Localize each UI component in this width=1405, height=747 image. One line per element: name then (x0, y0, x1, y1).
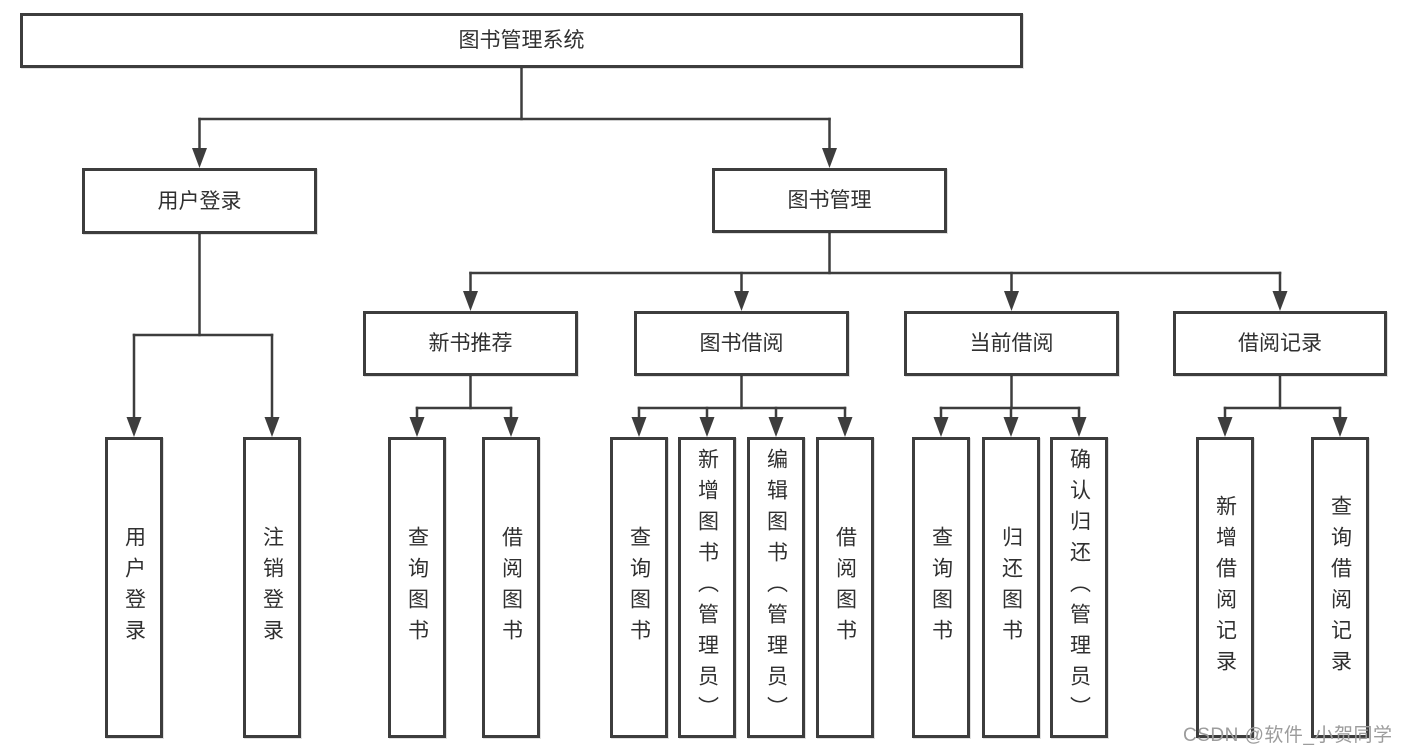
node-label: 图书管理系统 (458, 29, 585, 52)
leaf-label: 归还图书 (999, 525, 1023, 650)
leaf-label: 借阅图书 (833, 525, 857, 650)
node-label: 图书管理 (787, 189, 872, 212)
node-user-login-branch: 用户登录 (82, 168, 317, 234)
leaf-edit-books-admin: 编辑图书（管理员） (747, 437, 805, 738)
leaf-label: 查询图书 (627, 525, 651, 650)
node-book-management-branch: 图书管理 (712, 168, 947, 233)
leaf-borrow-books-1: 借阅图书 (482, 437, 540, 738)
leaf-query-books-2: 查询图书 (610, 437, 668, 738)
leaf-confirm-return-admin: 确认归还（管理员） (1050, 437, 1108, 738)
leaf-query-books-1: 查询图书 (388, 437, 446, 738)
leaf-label: 新增借阅记录 (1213, 494, 1237, 681)
leaf-logout: 注销登录 (243, 437, 301, 738)
leaf-label: 用户登录 (122, 525, 146, 650)
leaf-add-books-admin: 新增图书（管理员） (678, 437, 736, 738)
node-label: 图书借阅 (699, 332, 784, 355)
node-label: 用户登录 (157, 189, 242, 213)
node-borrowing-records: 借阅记录 (1173, 311, 1387, 376)
node-label: 当前借阅 (969, 332, 1054, 355)
leaf-label: 确认归还（管理员） (1067, 448, 1091, 727)
leaf-label: 查询图书 (405, 525, 429, 650)
leaf-label: 注销登录 (260, 525, 284, 650)
leaf-add-borrow-record: 新增借阅记录 (1196, 437, 1254, 738)
node-library-management-system: 图书管理系统 (20, 13, 1023, 68)
node-new-book-recommend: 新书推荐 (363, 311, 578, 376)
node-label: 新书推荐 (428, 332, 513, 355)
leaf-label: 编辑图书（管理员） (764, 448, 788, 727)
leaf-label: 查询图书 (929, 525, 953, 650)
node-book-borrowing: 图书借阅 (634, 311, 849, 376)
leaf-return-books: 归还图书 (982, 437, 1040, 738)
leaf-borrow-books-2: 借阅图书 (816, 437, 874, 738)
node-current-borrowing: 当前借阅 (904, 311, 1119, 376)
leaf-query-borrow-record: 查询借阅记录 (1311, 437, 1369, 738)
leaf-label: 借阅图书 (499, 525, 523, 650)
leaf-label: 查询借阅记录 (1328, 494, 1352, 681)
leaf-user-login: 用户登录 (105, 437, 163, 738)
leaf-label: 新增图书（管理员） (695, 448, 719, 727)
leaf-query-books-3: 查询图书 (912, 437, 970, 738)
node-label: 借阅记录 (1238, 332, 1322, 355)
csdn-watermark: CSDN @软件_小贺同学 (1183, 725, 1393, 746)
